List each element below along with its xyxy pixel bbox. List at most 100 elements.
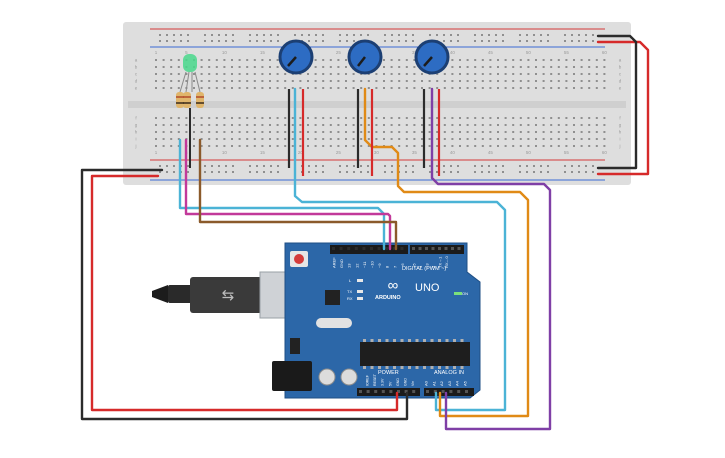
rgb-led[interactable] — [179, 54, 201, 93]
breadboard-hole — [413, 124, 416, 126]
breadboard-hole — [519, 131, 522, 133]
breadboard-hole — [443, 73, 446, 75]
breadboard-hole — [208, 59, 211, 61]
breadboard-hole — [383, 87, 385, 89]
chip-leg — [453, 366, 456, 369]
resistor-1[interactable] — [176, 92, 184, 108]
potentiometer-1[interactable] — [278, 39, 314, 75]
potentiometer-2[interactable] — [347, 39, 383, 75]
breadboard-hole — [238, 59, 241, 61]
rail-hole — [436, 171, 438, 173]
column-number: 10 — [222, 150, 228, 155]
breadboard-hole — [466, 73, 469, 75]
digital-label: DIGITAL (PWM ~) — [402, 266, 446, 272]
resistor-3[interactable] — [196, 92, 204, 108]
header-pin[interactable] — [404, 390, 408, 393]
resistor-2[interactable] — [183, 92, 191, 108]
breadboard-hole — [512, 117, 515, 119]
breadboard-hole — [276, 66, 279, 68]
breadboard-hole — [413, 131, 416, 133]
reset-button[interactable] — [294, 254, 304, 264]
header-pin[interactable] — [377, 247, 381, 250]
breadboard-hole — [588, 117, 591, 119]
breadboard-hole — [519, 66, 522, 68]
header-pin[interactable] — [339, 247, 343, 250]
rail-hole — [173, 165, 175, 167]
header-pin[interactable] — [392, 247, 396, 250]
breadboard-hole — [565, 80, 568, 82]
header-pin[interactable] — [433, 390, 437, 393]
breadboard-hole — [535, 145, 537, 147]
breadboard-hole — [314, 66, 317, 68]
rail-hole — [412, 40, 414, 42]
header-pin[interactable] — [370, 247, 373, 250]
breadboard-hole — [291, 117, 294, 119]
breadboard-hole — [352, 73, 355, 75]
rail-hole — [398, 34, 400, 36]
rail-hole — [211, 165, 213, 167]
breadboard-hole — [246, 124, 249, 126]
header-pin[interactable] — [449, 390, 453, 393]
header-pin[interactable] — [418, 247, 422, 250]
breadboard-hole — [162, 80, 165, 82]
rail-hole — [218, 171, 220, 173]
header-pin[interactable] — [397, 390, 400, 393]
row-letter: b — [619, 65, 622, 70]
header-pin[interactable] — [457, 247, 461, 250]
header-pin[interactable] — [457, 390, 461, 393]
breadboard-hole — [307, 87, 309, 89]
rail-hole — [533, 34, 535, 36]
header-pin[interactable] — [385, 247, 389, 250]
header-pin[interactable] — [374, 390, 378, 393]
header-pin[interactable] — [400, 247, 404, 250]
breadboard-hole — [474, 87, 477, 89]
power-pin-label: 3.3V — [381, 378, 385, 386]
breadboard-hole — [497, 138, 499, 140]
breadboard-hole — [413, 138, 416, 140]
header-pin[interactable] — [451, 247, 454, 250]
header-pin[interactable] — [332, 247, 335, 250]
header-pin[interactable] — [444, 247, 448, 250]
potentiometer-1-indicator — [287, 56, 297, 67]
header-pin[interactable] — [412, 247, 415, 250]
header-pin[interactable] — [389, 390, 393, 393]
chip-leg — [445, 366, 449, 369]
breadboard-hole — [307, 73, 309, 75]
header-pin[interactable] — [412, 390, 416, 393]
digital-pin-label: 12 — [354, 263, 359, 268]
breadboard-hole — [383, 138, 385, 140]
potentiometer-3[interactable] — [414, 39, 450, 75]
breadboard-hole — [504, 87, 507, 89]
wire-brown-led-to-pin9 — [198, 138, 398, 251]
header-pin[interactable] — [465, 390, 468, 393]
breadboard-hole — [474, 138, 477, 140]
header-pin[interactable] — [431, 247, 435, 250]
header-pin[interactable] — [362, 247, 366, 250]
usb-cable-boot — [190, 277, 262, 313]
breadboard-hole — [185, 131, 188, 133]
analog-pin-label: A0 — [424, 380, 429, 386]
breadboard-hole — [284, 124, 287, 126]
header-pin[interactable] — [426, 390, 429, 393]
header-pin[interactable] — [347, 247, 351, 250]
breadboard-hole — [375, 124, 378, 126]
header-pin[interactable] — [354, 247, 358, 250]
breadboard-hole — [542, 124, 545, 126]
header-pin[interactable] — [441, 390, 445, 393]
breadboard-hole — [527, 73, 530, 75]
column-number: 35 — [412, 150, 418, 155]
usb-cable-plug-tip — [152, 285, 168, 303]
row-letter: g — [135, 123, 138, 128]
rail-hole — [353, 34, 355, 36]
digital-pin-label: ~10 — [370, 260, 375, 268]
capacitor-1 — [318, 368, 336, 386]
header-pin[interactable] — [359, 390, 362, 393]
header-pin[interactable] — [366, 390, 370, 393]
resistors[interactable] — [176, 92, 204, 108]
chip-leg — [400, 339, 404, 342]
rail-hole — [540, 165, 542, 167]
header-pin[interactable] — [381, 390, 385, 393]
header-pin[interactable] — [438, 247, 441, 250]
breadboard-hole — [329, 124, 332, 126]
header-pin[interactable] — [425, 247, 428, 250]
